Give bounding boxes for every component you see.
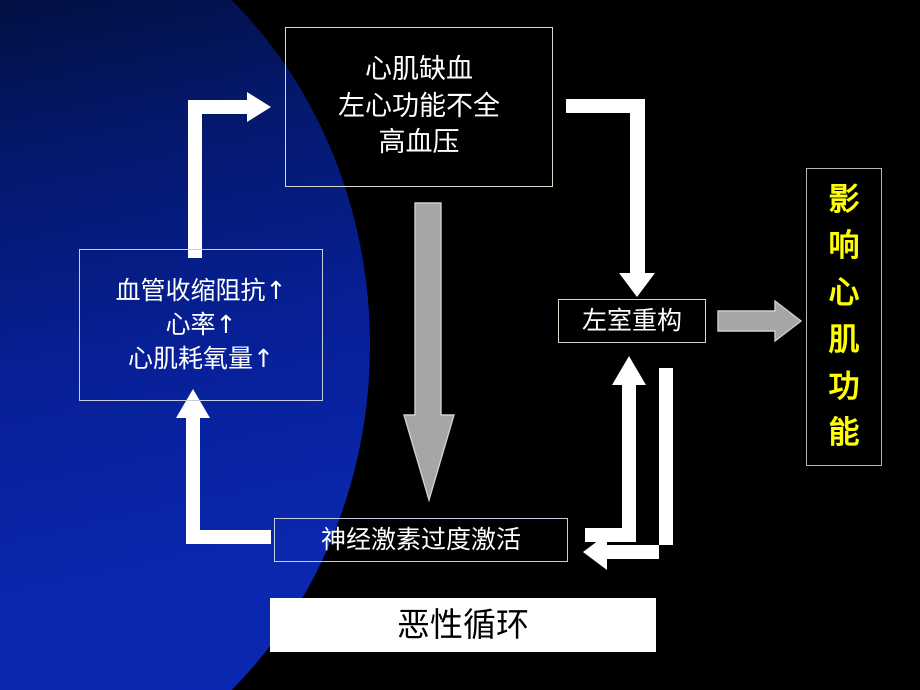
box-effect-char-2: 响 <box>828 228 860 265</box>
box-left-line-3: 心肌耗氧量↑ <box>128 344 274 373</box>
blue-gradient-ellipse-decoration <box>0 0 370 690</box>
box-effect-char-1: 影 <box>828 181 860 218</box>
box-top-line-3: 高血压 <box>378 127 460 159</box>
box-effect-char-5: 功 <box>828 368 860 405</box>
affects-myocardial-function-box: 影 响 心 肌 功 能 <box>806 168 882 466</box>
ischemia-heart-failure-hypertension-box: 心肌缺血 左心功能不全 高血压 <box>285 27 553 187</box>
arrow-remodeling-to-neurohormone <box>583 368 673 570</box>
box-top-line-2: 左心功能不全 <box>338 90 500 122</box>
left-ventricular-remodeling-box: 左室重构 <box>558 299 706 343</box>
arrow-remodeling-to-effect <box>717 299 803 343</box>
arrow-top-box-to-neurohormone <box>403 202 455 503</box>
box-left-line-1: 血管收缩阻抗↑ <box>115 276 287 305</box>
box-top-line-1: 心肌缺血 <box>365 54 473 86</box>
neurohormone-overactivation-box: 神经激素过度激活 <box>274 518 568 562</box>
box-effect-char-3: 心 <box>828 275 860 312</box>
box-effect-char-6: 能 <box>828 415 860 452</box>
box-neuro-line-1: 神经激素过度激活 <box>320 525 521 554</box>
box-cycle-line-1: 恶性循环 <box>397 604 529 644</box>
box-left-line-2: 心率↑ <box>165 310 237 339</box>
box-remodel-line-1: 左室重构 <box>581 306 682 335</box>
arrow-neurohormone-to-remodeling <box>585 356 646 542</box>
box-effect-char-4: 肌 <box>828 321 860 358</box>
arrow-top-box-to-remodeling <box>566 99 655 297</box>
vascular-resistance-box: 血管收缩阻抗↑ 心率↑ 心肌耗氧量↑ <box>79 249 323 401</box>
vicious-cycle-box: 恶性循环 <box>270 598 656 652</box>
